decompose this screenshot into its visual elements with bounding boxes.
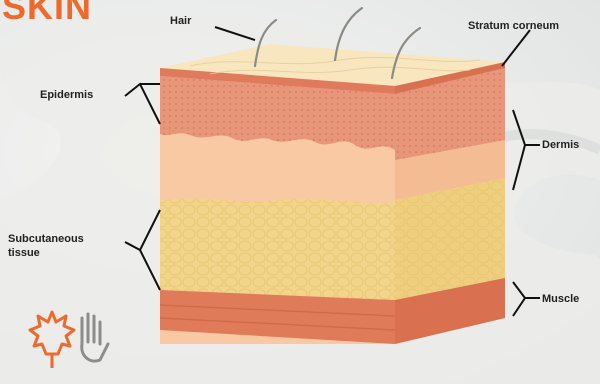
cube-side-face (395, 68, 505, 344)
label-epidermis: Epidermis (40, 88, 93, 102)
label-muscle: Muscle (542, 292, 579, 306)
cube-front-face (160, 76, 395, 344)
label-hair: Hair (170, 14, 191, 28)
label-stratum-corneum: Stratum corneum (468, 19, 559, 33)
label-dermis: Dermis (542, 138, 579, 152)
label-subcutaneous-tissue: Subcutaneous tissue (8, 232, 84, 260)
organization-logo-icon (28, 296, 118, 376)
